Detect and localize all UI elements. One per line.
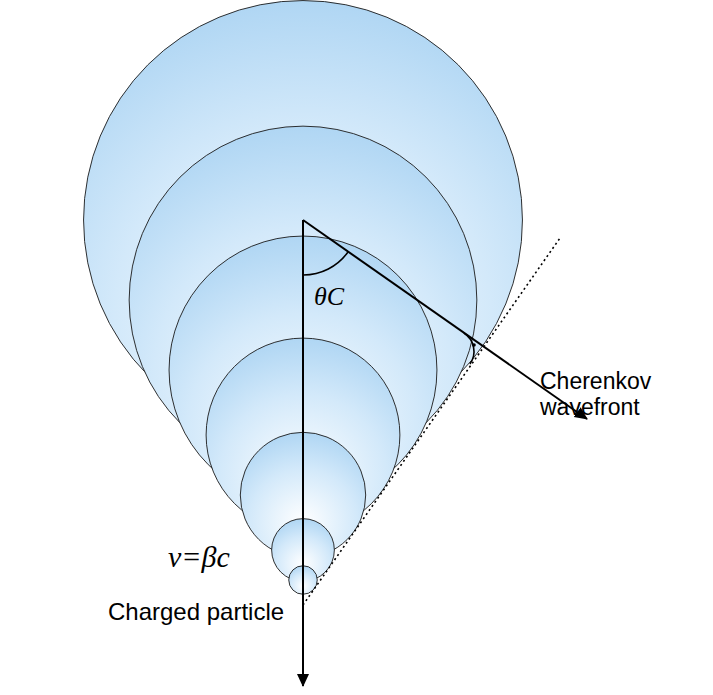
angle-label: θC: [314, 282, 344, 312]
angle-arc: [303, 252, 348, 275]
wavefront-label: Cherenkov wavefront: [540, 368, 690, 421]
particle-label: Charged particle: [108, 598, 284, 626]
right-angle-dot: [472, 343, 476, 347]
cone-tangent-line: [303, 238, 560, 605]
particle-arrow: [302, 220, 304, 686]
right-angle-mark: [464, 333, 474, 364]
velocity-label: v=βc: [168, 540, 230, 575]
